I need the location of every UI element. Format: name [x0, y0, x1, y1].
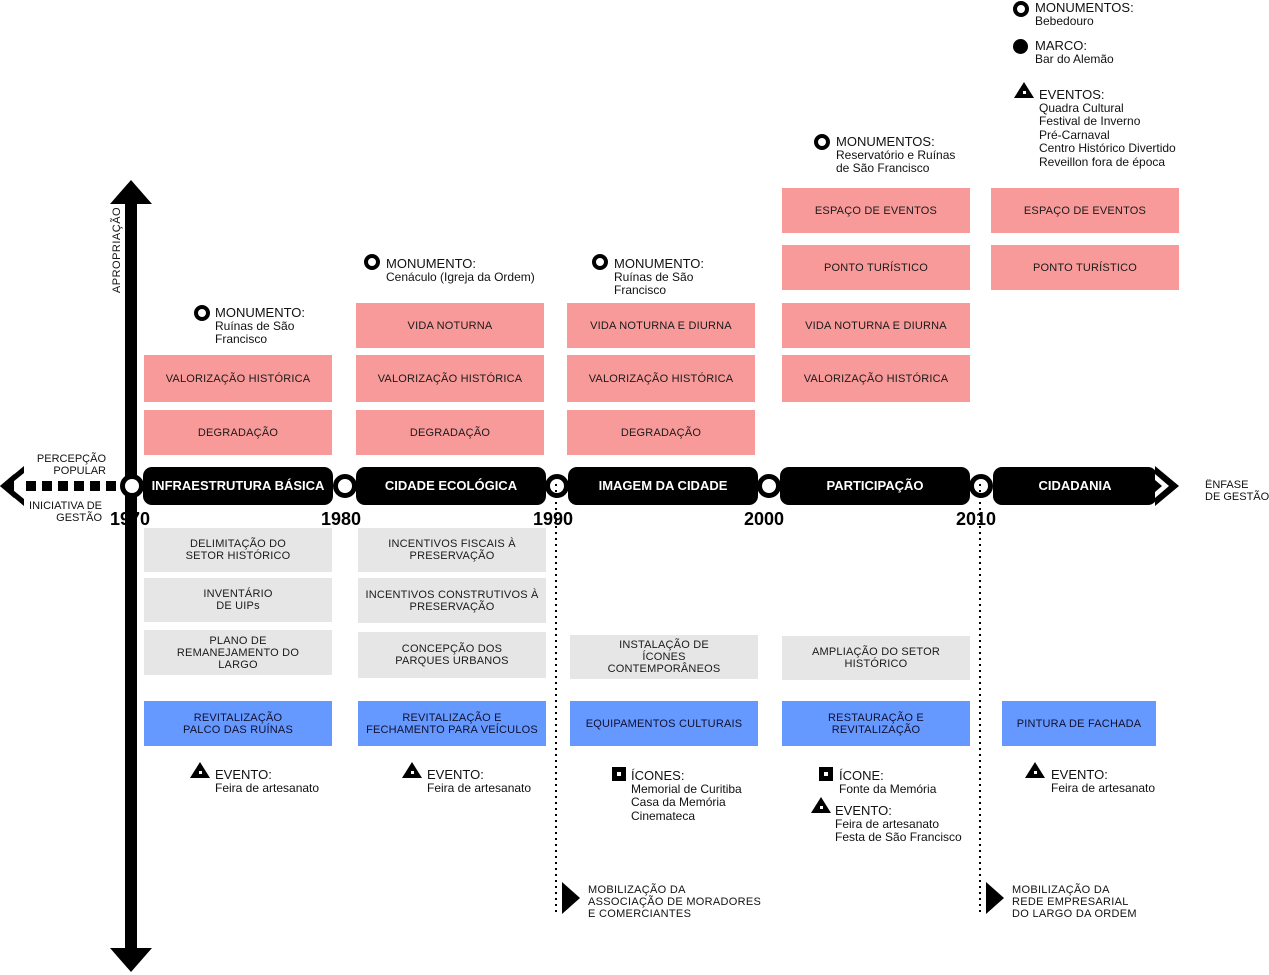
intervention-box: EQUIPAMENTOS CULTURAIS — [570, 701, 758, 746]
icon-square-icon — [819, 767, 833, 781]
event-triangle-icon — [402, 762, 422, 778]
year-2010: 2010 — [956, 509, 997, 529]
arrow-left-icon — [0, 466, 24, 506]
policy-box: PLANO DE REMANEJAMENTO DO LARGO — [144, 630, 332, 675]
policy-box: INCENTIVOS FISCAIS À PRESERVAÇÃO — [358, 528, 546, 572]
segment-infraestrutura: INFRAESTRUTURA BÁSICA — [143, 467, 333, 505]
intervention-box: REVITALIZAÇÃO E FECHAMENTO PARA VEÍCULOS — [358, 701, 546, 746]
segment-imagem-cidade: IMAGEM DA CIDADE — [568, 467, 758, 505]
policy-box: INVENTÁRIO DE UIPs — [144, 578, 332, 622]
upper-box: VIDA NOTURNA E DIURNA — [782, 303, 970, 348]
mobilization-flag-icon — [562, 882, 580, 914]
intervention-box: PINTURA DE FACHADA — [1002, 701, 1156, 746]
segment-cidade-ecologica: CIDADE ECOLÓGICA — [356, 467, 546, 505]
timeline-node-2000 — [757, 474, 781, 498]
event-triangle-icon — [1014, 82, 1034, 98]
monument-annotation: MONUMENTOS: Reservatório e Ruínas de São… — [836, 134, 956, 175]
dotted-line-1990 — [555, 484, 557, 914]
arrow-down-icon — [110, 948, 152, 972]
dashed-start-line — [26, 481, 122, 491]
timeline-node-1990 — [545, 474, 569, 498]
event-annotation: EVENTO: Feira de artesanato Festa de São… — [835, 803, 962, 844]
monument-annotation: MONUMENTO: Ruínas de São Francisco — [215, 305, 306, 346]
monument-ring-icon — [1013, 1, 1029, 17]
timeline-node-1980 — [333, 474, 357, 498]
event-annotation: EVENTO: Feira de artesanato — [1051, 767, 1156, 795]
upper-box: DEGRADAÇÃO — [567, 410, 755, 455]
policy-box: INSTALAÇÃO DE ÍCONES CONTEMPORÂNEOS — [570, 635, 758, 679]
vertical-axis-line — [125, 196, 137, 956]
upper-box: ESPAÇO DE EVENTOS — [991, 188, 1179, 233]
policy-box: AMPLIAÇÃO DO SETOR HISTÓRICO — [782, 636, 970, 680]
monument-ring-icon — [194, 305, 210, 321]
mobilization-note: MOBILIZAÇÃO DA REDE EMPRESARIAL DO LARGO… — [1012, 884, 1137, 920]
upper-box: PONTO TURÍSTICO — [782, 245, 970, 290]
monument-ring-icon — [814, 134, 830, 150]
upper-box: PONTO TURÍSTICO — [991, 245, 1179, 290]
events-annotation: EVENTOS: Quadra Cultural Festival de Inv… — [1039, 87, 1176, 169]
upper-box: VALORIZAÇÃO HISTÓRICA — [144, 355, 332, 402]
upper-box: DEGRADAÇÃO — [356, 410, 544, 455]
upper-box: DEGRADAÇÃO — [144, 410, 332, 455]
arrow-right-icon — [1155, 466, 1179, 506]
monument-annotation: MONUMENTOS: Bebedouro — [1035, 0, 1134, 28]
upper-box: ESPAÇO DE EVENTOS — [782, 188, 970, 233]
year-1990: 1990 — [533, 509, 574, 529]
policy-box: CONCEPÇÃO DOS PARQUES URBANOS — [358, 632, 546, 678]
icon-square-icon — [612, 767, 626, 781]
policy-box: DELIMITAÇÃO DO SETOR HISTÓRICO — [144, 528, 332, 572]
policy-box: INCENTIVOS CONSTRUTIVOS À PRESERVAÇÃO — [358, 578, 546, 623]
segment-participacao: PARTICIPAÇÃO — [780, 467, 970, 505]
arrow-up-icon — [110, 180, 152, 204]
upper-box: VALORIZAÇÃO HISTÓRICA — [356, 355, 544, 402]
year-2000: 2000 — [744, 509, 785, 529]
monument-ring-icon — [364, 254, 380, 270]
upper-box: VALORIZAÇÃO HISTÓRICA — [567, 355, 755, 402]
timeline-node-2010 — [969, 474, 993, 498]
landmark-dot-icon — [1013, 39, 1028, 54]
mobilization-note: MOBILIZAÇÃO DA ASSOCIAÇÃO DE MORADORES E… — [588, 884, 762, 920]
event-triangle-icon — [1025, 762, 1045, 778]
landmark-annotation: MARCO: Bar do Alemão — [1035, 38, 1114, 66]
monument-ring-icon — [592, 254, 608, 270]
upper-box: VALORIZAÇÃO HISTÓRICA — [782, 355, 970, 402]
segment-cidadania: CIDADANIA — [993, 467, 1157, 505]
event-annotation: EVENTO: Feira de artesanato — [215, 767, 320, 795]
year-1970: 1970 — [110, 509, 151, 529]
monument-annotation: MONUMENTO: Cenáculo (Igreja da Ordem) — [386, 256, 535, 284]
vertical-axis-label: APROPRIAÇÃO — [111, 206, 123, 294]
timeline-node-1970 — [120, 474, 144, 498]
upper-box: VIDA NOTURNA E DIURNA — [567, 303, 755, 348]
upper-box: VIDA NOTURNA — [356, 303, 544, 348]
intervention-box: REVITALIZAÇÃO PALCO DAS RUÍNAS — [144, 701, 332, 746]
icon-annotation: ÍCONE: Fonte da Memória — [839, 768, 937, 796]
monument-annotation: MONUMENTO: Ruínas de São Francisco — [614, 256, 705, 297]
event-triangle-icon — [190, 762, 210, 778]
event-annotation: EVENTO: Feira de artesanato — [427, 767, 532, 795]
dotted-line-2010 — [979, 484, 981, 914]
icons-annotation: ÍCONES: Memorial de Curitiba Casa da Mem… — [631, 768, 742, 823]
mobilization-flag-icon — [986, 882, 1004, 914]
intervention-box: RESTAURAÇÃO E REVITALIZAÇÃO — [782, 701, 970, 746]
event-triangle-icon — [811, 797, 831, 813]
year-1980: 1980 — [321, 509, 362, 529]
